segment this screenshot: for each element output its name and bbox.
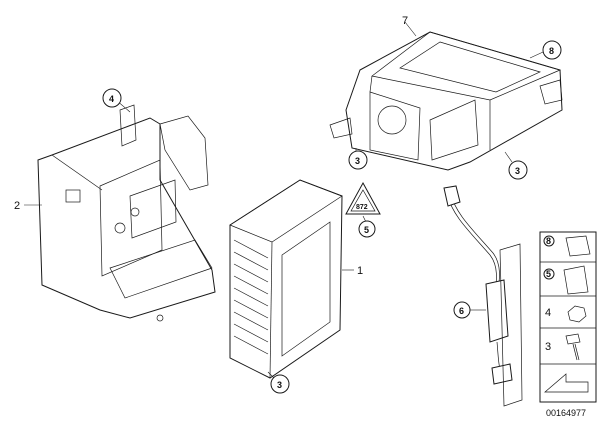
callout-4-bubble [102, 88, 122, 108]
warning-tag-label: 872 [356, 204, 368, 211]
callout-3-bubble-holder-right [508, 160, 528, 180]
callout-7: 7 [402, 15, 408, 27]
callout-8-bubble [542, 40, 562, 60]
callout-2: 2 [14, 200, 20, 212]
callout-5: 5 [364, 225, 369, 235]
amplifier-unit-part [229, 179, 343, 379]
callout-6-bubble [453, 301, 471, 319]
holder-bracket-part [329, 31, 563, 171]
panel-bubble-8 [543, 235, 555, 247]
panel-label-8: 8 [546, 236, 551, 246]
callout-3-amplifier: 3 [277, 380, 282, 390]
callout-3-bubble-amplifier [270, 374, 290, 394]
panel-label-4: 4 [545, 307, 551, 319]
callout-5-bubble [358, 220, 376, 238]
callout-3-bubble-holder-left [348, 150, 368, 170]
cable-harness-part [443, 185, 523, 407]
clip-nut-icon [565, 235, 591, 257]
callout-6: 6 [459, 306, 464, 316]
spring-clip-icon [563, 265, 589, 295]
panel-label-5: 5 [546, 269, 551, 279]
panel-label-3: 3 [545, 341, 551, 353]
warning-tag-part: 872 [345, 181, 381, 215]
callout-3-holder-right: 3 [515, 166, 520, 176]
mounting-bracket-part [37, 104, 216, 322]
arrow-icon [544, 373, 589, 393]
callout-1: 1 [357, 265, 363, 277]
callout-8: 8 [549, 46, 554, 56]
bolt-icon [565, 333, 581, 361]
diagram-id: 00164977 [546, 408, 586, 418]
callout-3-holder-left: 3 [355, 156, 360, 166]
hex-nut-icon [567, 305, 587, 323]
panel-bubble-5 [543, 268, 555, 280]
callout-4: 4 [109, 94, 114, 104]
small-parts-panel: 8 5 4 3 [539, 231, 597, 403]
